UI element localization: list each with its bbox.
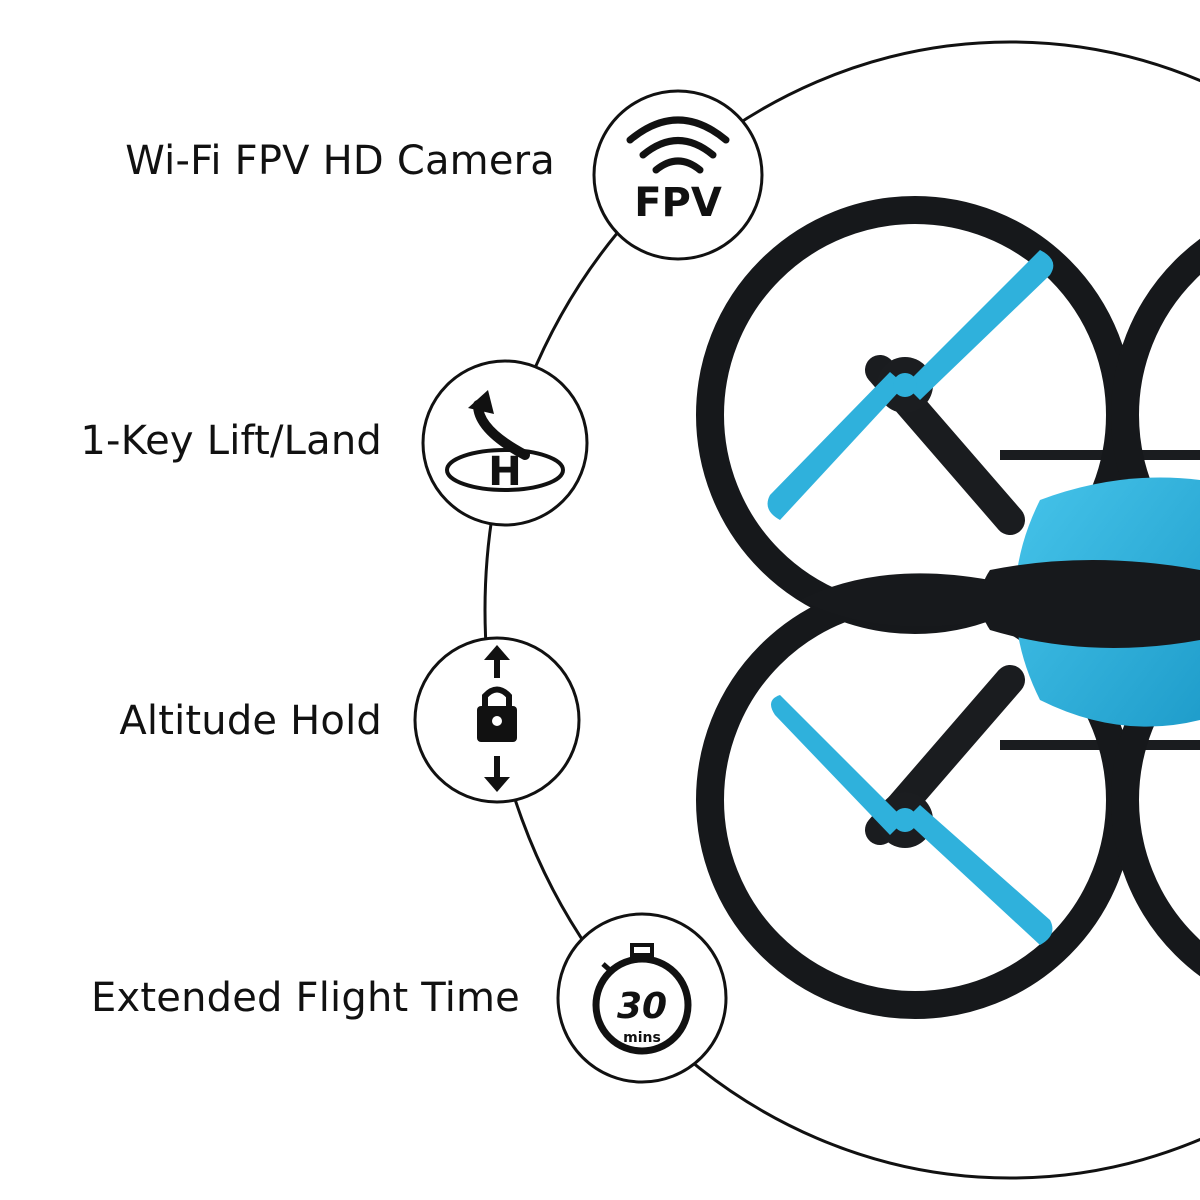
feature-label-camera: Wi-Fi FPV HD Camera (125, 138, 555, 184)
propeller-bottom-left (771, 695, 1053, 945)
altitude-hold-lock-icon (413, 636, 581, 804)
feature-label-lift-land: 1-Key Lift/Land (80, 418, 382, 464)
stopwatch-icon: 30 mins (556, 912, 728, 1084)
one-key-lift-land-icon: H (421, 359, 589, 527)
wifi-fpv-icon: FPV (592, 89, 764, 261)
stopwatch-unit-text: mins (623, 1030, 661, 1046)
feature-label-altitude-hold: Altitude Hold (119, 698, 382, 744)
stopwatch-number-text: 30 (617, 986, 667, 1027)
propeller-top-left (767, 250, 1054, 520)
fpv-icon-text: FPV (634, 180, 722, 226)
helipad-h-text: H (488, 449, 521, 495)
connector-arc (483, 40, 1200, 1180)
drone-frame (696, 196, 1200, 1019)
feature-label-flight-time: Extended Flight Time (91, 975, 520, 1021)
